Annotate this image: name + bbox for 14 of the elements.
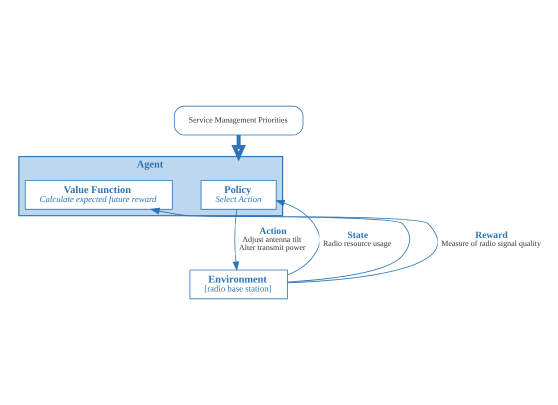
label: Measure of radio signal quality	[441, 239, 542, 248]
arrow	[231, 135, 246, 162]
label: Radio resource usage	[322, 239, 392, 248]
edge-label: State	[347, 230, 368, 241]
node-box: Value Function Calculate expected future reward	[24, 180, 173, 210]
node-box: Environment [radio base station]	[189, 270, 288, 300]
edge-label: Reward	[475, 230, 508, 241]
node-box: Policy Select Action	[200, 180, 277, 210]
arrow	[275, 200, 320, 276]
label: Alter transmit power	[239, 243, 306, 252]
edge-label: Action	[259, 226, 287, 237]
arrow	[232, 208, 240, 272]
node-box: Service Management Priorities	[174, 106, 304, 136]
label: Adjust antenna tilt	[242, 235, 302, 244]
